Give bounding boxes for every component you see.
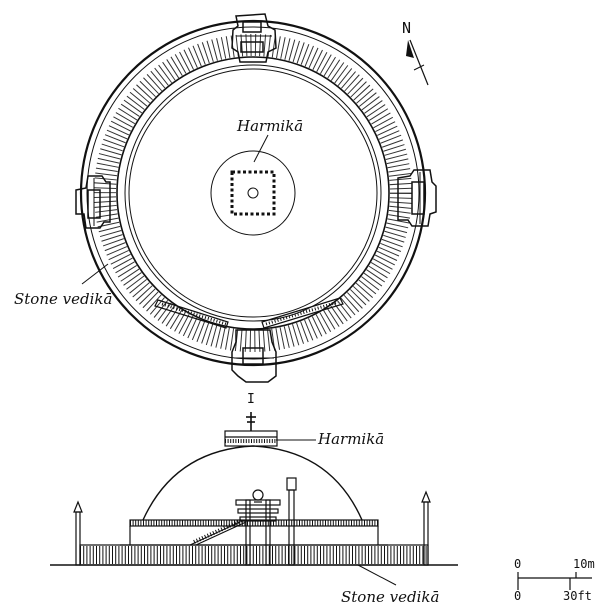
plan-pradakshina-hatching xyxy=(94,34,412,352)
plan-railing-inner-line xyxy=(86,26,420,360)
north-label: N xyxy=(402,19,411,37)
elevation-drum xyxy=(120,519,388,546)
north-arrow-tick xyxy=(413,64,425,71)
plan-gateway-west xyxy=(75,175,111,229)
north-arrow: N xyxy=(402,19,429,86)
scale-imperial-zero: 0 xyxy=(514,589,521,603)
scale-metric-zero: 0 xyxy=(514,557,521,571)
stupa-elevation xyxy=(50,412,458,586)
plan-gateway-south xyxy=(231,329,277,383)
plan-harmika-label: Harmikā xyxy=(236,117,303,135)
plan-outer-railing xyxy=(79,19,427,367)
scale-imperial-max: 30ft xyxy=(563,589,592,603)
scale-bar xyxy=(517,572,592,590)
plan-dome-top xyxy=(210,150,296,236)
elevation-ground-railing xyxy=(79,544,429,566)
north-arrow-shaft xyxy=(409,39,429,86)
plan-harmika xyxy=(230,170,276,216)
plan-harmika-leader xyxy=(253,134,269,163)
north-arrow-head xyxy=(406,40,414,58)
plan-dome-base xyxy=(128,68,378,318)
plan-railing-leader xyxy=(81,263,109,285)
elevation-stair xyxy=(189,518,247,546)
elevation-harmika-label: Harmikā xyxy=(317,430,384,448)
plan-gateway-north xyxy=(231,13,277,63)
plan-stair-right xyxy=(261,297,344,329)
elevation-railing-leader xyxy=(357,564,397,586)
stupa-plan xyxy=(75,13,437,383)
elevation-corner-post-left xyxy=(73,500,83,566)
elevation-railing-label: Stone vedikā xyxy=(341,588,439,606)
plan-drum-outer xyxy=(116,56,390,330)
plan-drum-inner xyxy=(124,64,382,322)
elevation-gateway-south xyxy=(235,489,281,566)
plan-railing-label: Stone vedikā xyxy=(14,290,112,308)
elevation-harmika xyxy=(224,412,316,447)
elevation-corner-post-right xyxy=(421,490,431,566)
elevation-pillar xyxy=(286,477,297,566)
scale-metric-max: 10m xyxy=(573,557,595,571)
plan-chhatra-post xyxy=(247,187,259,199)
plan-stair-left xyxy=(154,299,229,329)
plan-gateway-east xyxy=(397,169,437,227)
section-mark: I xyxy=(247,392,255,407)
